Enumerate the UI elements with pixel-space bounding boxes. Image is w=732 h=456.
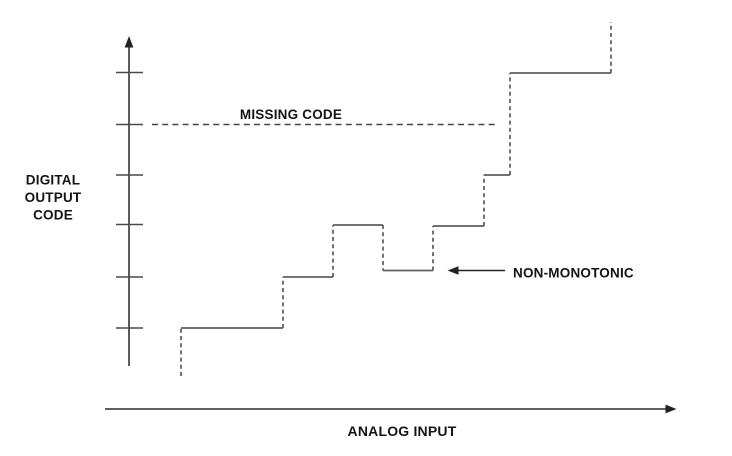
y-axis-label-line-3: CODE: [33, 208, 73, 223]
x-axis-arrowhead-icon: [665, 404, 677, 414]
diagram-geometry: [105, 22, 677, 414]
y-axis-label: DIGITAL OUTPUT CODE: [25, 173, 82, 223]
non-monotonic-label: NON-MONOTONIC: [513, 266, 634, 281]
y-axis-arrowhead-icon: [124, 36, 134, 48]
non-monotonic-arrowhead-icon: [447, 266, 459, 275]
x-axis-label: ANALOG INPUT: [348, 423, 457, 439]
missing-code-label: MISSING CODE: [240, 107, 342, 122]
y-axis-label-line-2: OUTPUT: [25, 190, 82, 205]
y-axis-label-line-1: DIGITAL: [26, 173, 80, 188]
